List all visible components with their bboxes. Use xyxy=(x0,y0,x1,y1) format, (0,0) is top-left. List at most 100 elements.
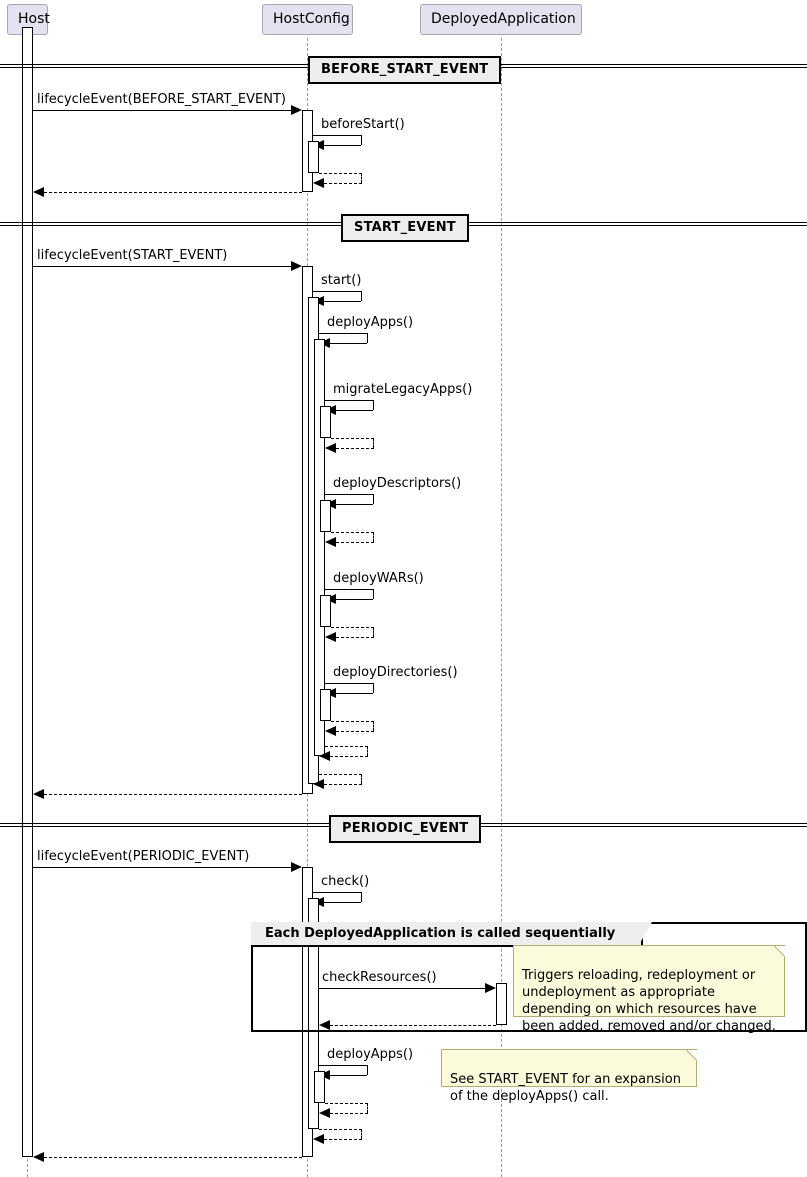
message-vert-m6 xyxy=(361,291,362,301)
note-check-resources: Triggers reloading, redeployment or unde… xyxy=(513,945,785,1034)
group-tab-corner-icon xyxy=(640,922,652,943)
message-label-m8: migrateLegacyApps() xyxy=(333,382,473,397)
message-arrow-m4 xyxy=(33,187,44,197)
message-label-m20: check() xyxy=(321,874,370,889)
activation-hostconfig-l4-migratelegacyapps xyxy=(320,406,331,438)
message-label-m2: beforeStart() xyxy=(321,117,405,132)
message-line-m24-top xyxy=(325,1103,368,1104)
participant-host-label: Host xyxy=(18,11,50,27)
activation-hostconfig-l2-before-start xyxy=(308,141,319,173)
group-sequential-label: Each DeployedApplication is called seque… xyxy=(265,926,616,941)
participant-host[interactable]: Host xyxy=(7,4,50,35)
message-line-m6-top xyxy=(313,291,362,292)
message-line-m2-top xyxy=(313,135,362,136)
message-label-m23: deployApps() xyxy=(327,1047,414,1062)
message-label-m14: deployDirectories() xyxy=(333,665,458,680)
message-label-m19: lifecycleEvent(PERIODIC_EVENT) xyxy=(37,849,250,864)
message-line-m9-top xyxy=(331,438,374,439)
message-vert-m7 xyxy=(367,333,368,343)
message-line-m21 xyxy=(319,988,491,989)
participant-deployedapplication[interactable]: DeployedApplication xyxy=(420,4,582,35)
message-arrow-m19 xyxy=(291,862,302,872)
message-arrow-m17 xyxy=(313,779,324,789)
message-line-m12-bottom xyxy=(330,599,373,600)
message-line-m3-bottom xyxy=(324,183,362,184)
message-vert-m11 xyxy=(373,532,374,542)
message-line-m17-top xyxy=(319,774,362,775)
message-arrow-m3 xyxy=(313,178,324,188)
message-line-m18 xyxy=(44,794,302,795)
activation-hostconfig-l4-deploywars xyxy=(320,595,331,627)
message-arrow-m9 xyxy=(325,443,336,453)
message-line-m4 xyxy=(44,192,302,193)
message-line-m8-bottom xyxy=(330,410,373,411)
message-line-m23-bottom xyxy=(324,1075,367,1076)
message-line-m20-top xyxy=(313,892,362,893)
divider-before-start: BEFORE_START_EVENT xyxy=(308,56,502,84)
message-vert-m3 xyxy=(361,173,362,183)
message-line-m23-top xyxy=(319,1065,368,1066)
group-sequential-tab: Each DeployedApplication is called seque… xyxy=(251,922,644,947)
message-label-m12: deployWARs() xyxy=(333,571,424,586)
message-line-m15-bottom xyxy=(336,731,374,732)
divider-start-label: START_EVENT xyxy=(354,220,456,235)
message-vert-m10 xyxy=(373,494,374,504)
message-arrow-m22 xyxy=(319,1020,330,1030)
message-arrow-m24 xyxy=(319,1108,330,1118)
divider-before-start-label: BEFORE_START_EVENT xyxy=(321,62,489,77)
message-arrow-m26 xyxy=(33,1152,44,1162)
message-label-m6: start() xyxy=(321,273,362,288)
message-vert-m23 xyxy=(367,1065,368,1075)
message-arrow-m13 xyxy=(325,632,336,642)
message-line-m13-bottom xyxy=(336,637,374,638)
message-line-m5 xyxy=(33,266,296,267)
lifeline-deployedapplication xyxy=(501,38,502,1177)
message-vert-m17 xyxy=(361,774,362,784)
activation-host xyxy=(22,27,33,1157)
activation-deployedapplication xyxy=(496,983,507,1025)
message-line-m8-top xyxy=(325,400,374,401)
activation-hostconfig-l3-deployapps-periodic xyxy=(314,1071,325,1103)
divider-periodic: PERIODIC_EVENT xyxy=(329,815,482,843)
message-line-m9-bottom xyxy=(336,448,374,449)
message-label-m21: checkResources() xyxy=(322,970,437,985)
message-line-m10-bottom xyxy=(330,504,373,505)
activation-hostconfig-l4-deploydirectories xyxy=(320,689,331,721)
message-vert-m15 xyxy=(373,721,374,731)
message-line-m12-top xyxy=(325,589,374,590)
message-label-m1: lifecycleEvent(BEFORE_START_EVENT) xyxy=(37,92,286,107)
message-line-m16-top xyxy=(325,746,368,747)
participant-hostconfig[interactable]: HostConfig xyxy=(262,4,353,35)
message-line-m11-top xyxy=(331,532,374,533)
message-line-m11-bottom xyxy=(336,542,374,543)
note-check-resources-text: Triggers reloading, redeployment or unde… xyxy=(522,968,776,1034)
message-line-m13-top xyxy=(331,627,374,628)
message-line-m2-bottom xyxy=(318,145,361,146)
message-line-m20-bottom xyxy=(318,902,361,903)
message-arrow-m21 xyxy=(485,983,496,993)
message-line-m10-top xyxy=(325,494,374,495)
message-line-m14-bottom xyxy=(330,693,373,694)
message-line-m14-top xyxy=(325,683,374,684)
message-line-m1 xyxy=(33,110,296,111)
message-vert-m16 xyxy=(367,746,368,756)
message-line-m16-bottom xyxy=(330,756,368,757)
message-line-m15-top xyxy=(331,721,374,722)
message-line-m25-top xyxy=(319,1129,362,1130)
participant-hostconfig-label: HostConfig xyxy=(273,11,350,27)
message-vert-m2 xyxy=(361,135,362,145)
note-deploy-apps: See START_EVENT for an expansion of the … xyxy=(441,1049,697,1104)
message-arrow-m1 xyxy=(291,105,302,115)
divider-start: START_EVENT xyxy=(341,214,469,242)
message-arrow-m15 xyxy=(325,726,336,736)
message-line-m3-top xyxy=(319,173,362,174)
message-line-m26 xyxy=(44,1157,302,1158)
message-line-m7-top xyxy=(319,333,368,334)
message-vert-m8 xyxy=(373,400,374,410)
message-vert-m24 xyxy=(367,1103,368,1113)
message-line-m25-bottom xyxy=(324,1139,362,1140)
message-arrow-m18 xyxy=(33,789,44,799)
note-check-resources-fold-icon xyxy=(775,946,785,956)
message-line-m6-bottom xyxy=(318,301,361,302)
